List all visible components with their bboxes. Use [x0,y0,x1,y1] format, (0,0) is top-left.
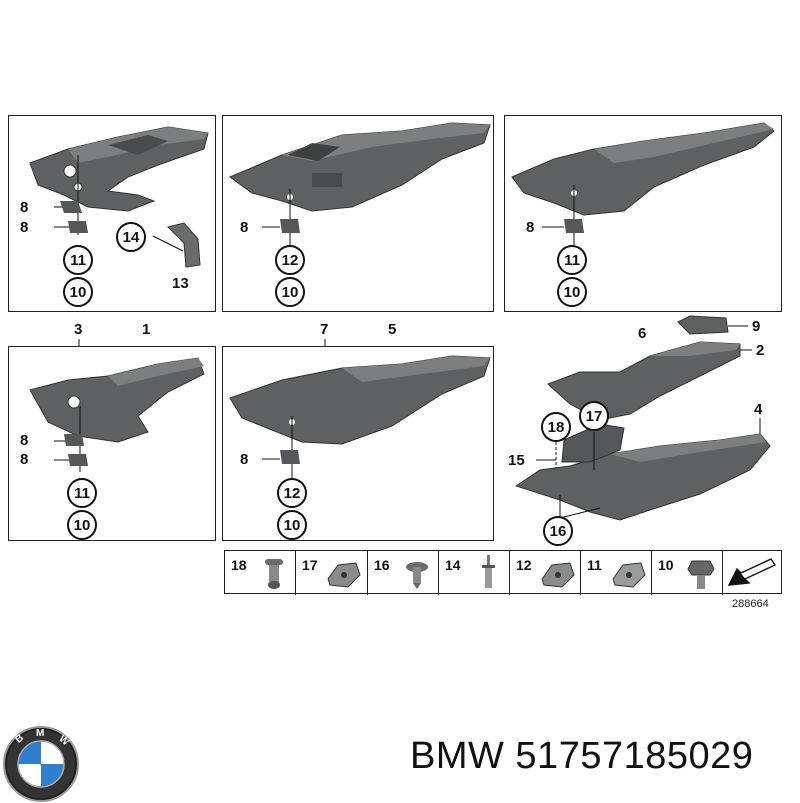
reference-number: 288664 [732,598,769,610]
clip-nut-icon-3 [612,562,646,588]
leader-lines-top-right [542,185,584,245]
circle-10-a: 10 [63,277,93,307]
circle-18: 18 [541,412,571,442]
hw-num-18: 18 [231,557,247,573]
bmw-logo: B M W [3,726,79,802]
callout-8-c: 8 [240,219,249,236]
svg-text:M: M [36,728,44,739]
circle-12-a: 12 [275,245,305,275]
leader-lines-top-left [54,155,201,268]
underbody-shield-top-left [29,126,209,212]
group-label-7: 7 [320,321,329,338]
hw-cell-11: 11 [581,551,652,595]
hw-num-16: 16 [374,557,390,573]
forward-direction-arrow-icon [727,558,777,586]
circle-10-d: 10 [67,510,97,540]
group-label-3: 3 [74,321,83,338]
circle-10-b: 10 [275,277,305,307]
circle-16: 16 [543,516,573,546]
hw-cell-10: 10 [652,551,723,595]
circle-10-c: 10 [557,277,587,307]
hw-num-17: 17 [302,557,318,573]
hex-bolt-icon [687,560,715,589]
circle-11-b: 11 [557,245,587,275]
circle-12-b: 12 [277,478,307,508]
callout-8-f: 8 [20,451,29,468]
part-label-9: 9 [752,318,761,335]
underbody-shield-top-right [511,122,775,216]
hw-cell-14: 14 [439,551,510,595]
group-label-5: 5 [388,321,397,338]
hw-num-12: 12 [516,557,532,573]
part-label-13: 13 [172,275,189,292]
leader-lines-top-middle [262,189,300,245]
part-label-15: 15 [508,452,525,469]
underbody-shield-bottom-left [29,357,205,443]
callout-8-d: 8 [526,219,535,236]
circle-11-a: 11 [63,245,93,275]
hw-num-11: 11 [587,557,602,573]
hw-cell-17: 17 [296,551,368,595]
circle-11-c: 11 [67,478,97,508]
part-label-2: 2 [756,342,765,359]
part-label-4: 4 [754,401,763,418]
callout-8-b: 8 [20,219,29,236]
collar-screw-icon [406,562,428,589]
expanding-rivet-icon [265,559,283,589]
callout-8-a: 8 [20,199,29,216]
hw-num-14: 14 [445,557,461,573]
circle-17: 17 [579,401,609,431]
leader-lines-bottom-middle [262,416,300,478]
circle-14: 14 [116,222,146,252]
hw-cell-direction [723,551,781,595]
circle-10-e: 10 [277,510,307,540]
hw-cell-12: 12 [510,551,581,595]
group-label-6: 6 [638,325,647,342]
hardware-strip: 18 17 16 14 [224,550,782,595]
hw-cell-18: 18 [225,551,296,595]
callout-8-e: 8 [20,432,29,449]
brand-part-number: BMW 51757185029 [410,735,754,777]
leader-lines-bottom-left [54,406,88,472]
hw-num-10: 10 [658,557,674,573]
hw-cell-16: 16 [368,551,439,595]
pop-rivet-icon [482,555,495,588]
callout-8-g: 8 [240,451,249,468]
group-label-1: 1 [142,321,151,338]
clip-nut-icon [327,562,361,588]
underbody-shield-top-middle [228,122,491,212]
clip-nut-icon-2 [541,562,575,588]
